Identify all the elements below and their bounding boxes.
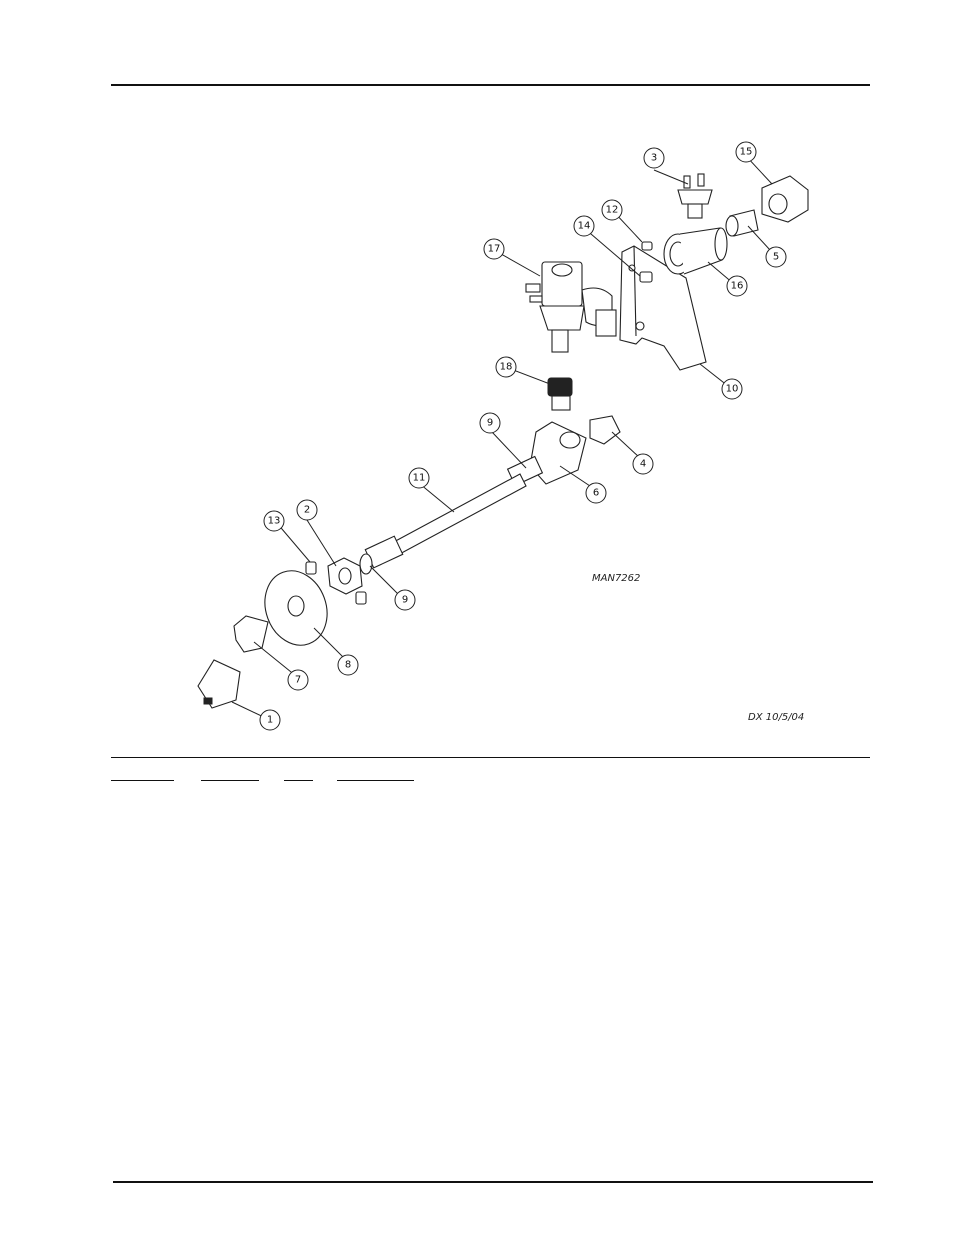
part-escutcheon-plate [264, 570, 328, 646]
column-header-rule-3 [284, 780, 313, 781]
svg-text:15: 15 [740, 147, 753, 158]
part-handle [197, 659, 241, 709]
part-fitting-lower [359, 535, 404, 575]
callout-2: 2 [296, 499, 318, 521]
callout-4: 4 [632, 453, 654, 475]
svg-text:3: 3 [651, 153, 657, 164]
part-knob [233, 615, 269, 653]
callout-17: 17 [483, 238, 505, 260]
svg-text:2: 2 [304, 505, 310, 516]
part-screw-14 [639, 271, 653, 283]
svg-text:6: 6 [593, 488, 599, 499]
part-screw-12 [641, 241, 653, 251]
callout-14: 14 [573, 215, 595, 237]
part-screw-13 [305, 561, 367, 605]
callout-1: 1 [259, 709, 281, 731]
callout-11: 11 [408, 467, 430, 489]
svg-text:4: 4 [640, 459, 646, 470]
callout-5: 5 [765, 246, 787, 268]
svg-text:13: 13 [268, 516, 281, 527]
callout-15: 15 [735, 141, 757, 163]
callout-3: 3 [643, 147, 665, 169]
section-rule [111, 757, 870, 758]
svg-text:18: 18 [500, 362, 513, 373]
svg-text:7: 7 [295, 675, 301, 686]
svg-text:1: 1 [267, 715, 273, 726]
part-tube [389, 473, 527, 557]
svg-text:8: 8 [345, 660, 351, 671]
part-pressure-switch [677, 173, 713, 219]
svg-text:12: 12 [606, 205, 619, 216]
header-rule [111, 84, 870, 86]
callout-12: 12 [601, 199, 623, 221]
svg-text:17: 17 [488, 244, 501, 255]
part-flanged-fitting [663, 227, 728, 275]
callout-13: 13 [263, 510, 285, 532]
part-solenoid-valve [525, 261, 617, 353]
column-header-rule-1 [111, 780, 174, 781]
column-header-rule-4 [337, 780, 414, 781]
callout-8: 8 [337, 654, 359, 676]
column-header-rule-2 [201, 780, 259, 781]
callout-9-upper: 9 [479, 412, 501, 434]
exploded-parts-diagram: 1 2 3 4 5 6 7 8 9 9 10 11 12 13 14 15 16… [197, 141, 809, 731]
callout-10: 10 [721, 378, 743, 400]
drawing-date-stamp: DX 10/5/04 [748, 712, 804, 723]
callout-16: 16 [726, 275, 748, 297]
callout-7: 7 [287, 669, 309, 691]
drawing-number: MAN7262 [592, 573, 640, 584]
svg-text:5: 5 [773, 252, 779, 263]
part-knurled-cap [547, 377, 573, 411]
svg-text:14: 14 [578, 221, 591, 232]
callout-9-lower: 9 [394, 589, 416, 611]
callout-18: 18 [495, 356, 517, 378]
part-lock-nut [327, 557, 363, 595]
part-elbow-body [529, 421, 587, 485]
svg-text:16: 16 [731, 281, 744, 292]
part-nut [761, 175, 809, 223]
svg-text:10: 10 [726, 384, 739, 395]
svg-text:9: 9 [402, 595, 408, 606]
callout-6: 6 [585, 482, 607, 504]
svg-text:9: 9 [487, 418, 493, 429]
footer-rule [113, 1181, 873, 1183]
svg-text:11: 11 [413, 473, 426, 484]
part-cap [589, 415, 621, 445]
